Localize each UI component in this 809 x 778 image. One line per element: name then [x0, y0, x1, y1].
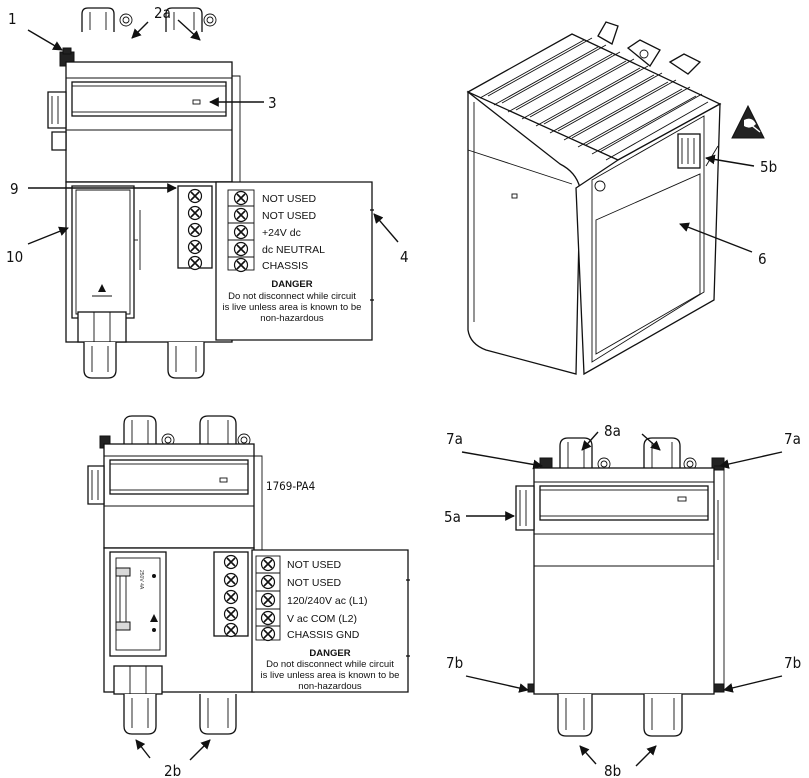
- fuse-cover: [71, 185, 135, 319]
- callout-label: 5a: [444, 508, 461, 526]
- front-view-top: NOT USED NOT USED +24V dc dc NEUTRAL CHA…: [47, 7, 374, 379]
- callout-label: 5b: [760, 158, 777, 176]
- front-view-blank: [515, 437, 725, 737]
- danger-text: Do not disconnect while circuit: [266, 659, 394, 670]
- callout-label: 8b: [604, 762, 621, 778]
- din-latch-top-2: [165, 7, 203, 32]
- danger-title: DANGER: [271, 279, 312, 290]
- callout-label: 3: [268, 94, 277, 112]
- danger-text: non-hazardous: [298, 681, 362, 692]
- callout-label: 1: [8, 10, 17, 28]
- danger-title: DANGER: [309, 648, 350, 659]
- danger-text: is live unless area is known to be: [223, 302, 362, 313]
- door-label-panel: [539, 485, 709, 521]
- din-latch-bottom-1: [557, 694, 593, 737]
- front-view-bottom: 1769-PA4 250V 4A NOT USED NOT USE: [87, 415, 410, 735]
- module-side-face: [575, 102, 721, 376]
- model-number: 1769-PA4: [266, 479, 315, 493]
- bottom-terminal-label: NOT USED: [287, 577, 341, 589]
- din-latch-top-2: [643, 437, 681, 470]
- din-latch-bottom-2: [167, 342, 205, 379]
- side-label: [595, 173, 701, 355]
- terminal-door: [215, 181, 373, 341]
- callout-label: 2a: [154, 4, 171, 22]
- din-latch-bottom-2: [199, 694, 237, 735]
- danger-text: Do not disconnect while circuit: [228, 291, 356, 302]
- door-label-panel: [71, 81, 227, 117]
- module-front-face: [467, 90, 581, 375]
- top-terminal-label: NOT USED: [262, 210, 316, 222]
- danger-text: is live unless area is known to be: [261, 670, 400, 681]
- din-latch-top-2: [199, 415, 237, 446]
- din-latch-top-1: [123, 415, 157, 446]
- bus-connector-left: [515, 485, 535, 531]
- danger-text: non-hazardous: [260, 313, 324, 324]
- callout-label: 7b: [446, 654, 463, 672]
- callout-label: 7b: [784, 654, 801, 672]
- status-led: [219, 477, 228, 483]
- bottom-terminal-label: NOT USED: [287, 559, 341, 571]
- esd-warning-icon: [731, 104, 765, 139]
- din-latch-bottom-1: [123, 694, 157, 735]
- callout-label: 7a: [446, 430, 463, 448]
- terminal-door: [251, 549, 409, 693]
- din-latch-top-1: [81, 7, 115, 32]
- callout-label: 10: [6, 248, 23, 266]
- isometric-view: [466, 21, 765, 376]
- fuse-label: 250V 4A: [138, 570, 144, 590]
- callout-label: 8a: [604, 422, 621, 440]
- status-led: [192, 99, 201, 105]
- top-terminal-label: NOT USED: [262, 193, 316, 205]
- callout-arrows: [27, 19, 783, 767]
- status-led: [677, 496, 687, 502]
- top-terminal-label: dc NEUTRAL: [262, 244, 325, 256]
- callout-labels: 1 2a 3 9 10 4 5b 6 2b 7a 7a 8a 5a 7b 7b …: [6, 4, 801, 778]
- din-latch-bottom-2: [643, 694, 683, 737]
- bus-connector-right: [677, 133, 701, 169]
- callout-label: 7a: [784, 430, 801, 448]
- callout-label: 9: [10, 180, 19, 198]
- bottom-terminal-label: V ac COM (L2): [287, 613, 357, 625]
- top-terminal-label: CHASSIS: [262, 260, 308, 272]
- din-latch-top-1: [559, 437, 593, 470]
- din-latch-bottom-1: [83, 342, 117, 379]
- callout-label: 4: [400, 248, 409, 266]
- callout-label: 2b: [164, 762, 181, 778]
- module-housing-upper: [65, 61, 233, 183]
- bottom-terminal-label: CHASSIS GND: [287, 629, 360, 641]
- bottom-terminal-label: 120/240V ac (L1): [287, 595, 368, 607]
- callout-label: 6: [758, 250, 767, 268]
- top-terminal-label: +24V dc: [262, 227, 301, 239]
- door-label-panel: [109, 459, 249, 495]
